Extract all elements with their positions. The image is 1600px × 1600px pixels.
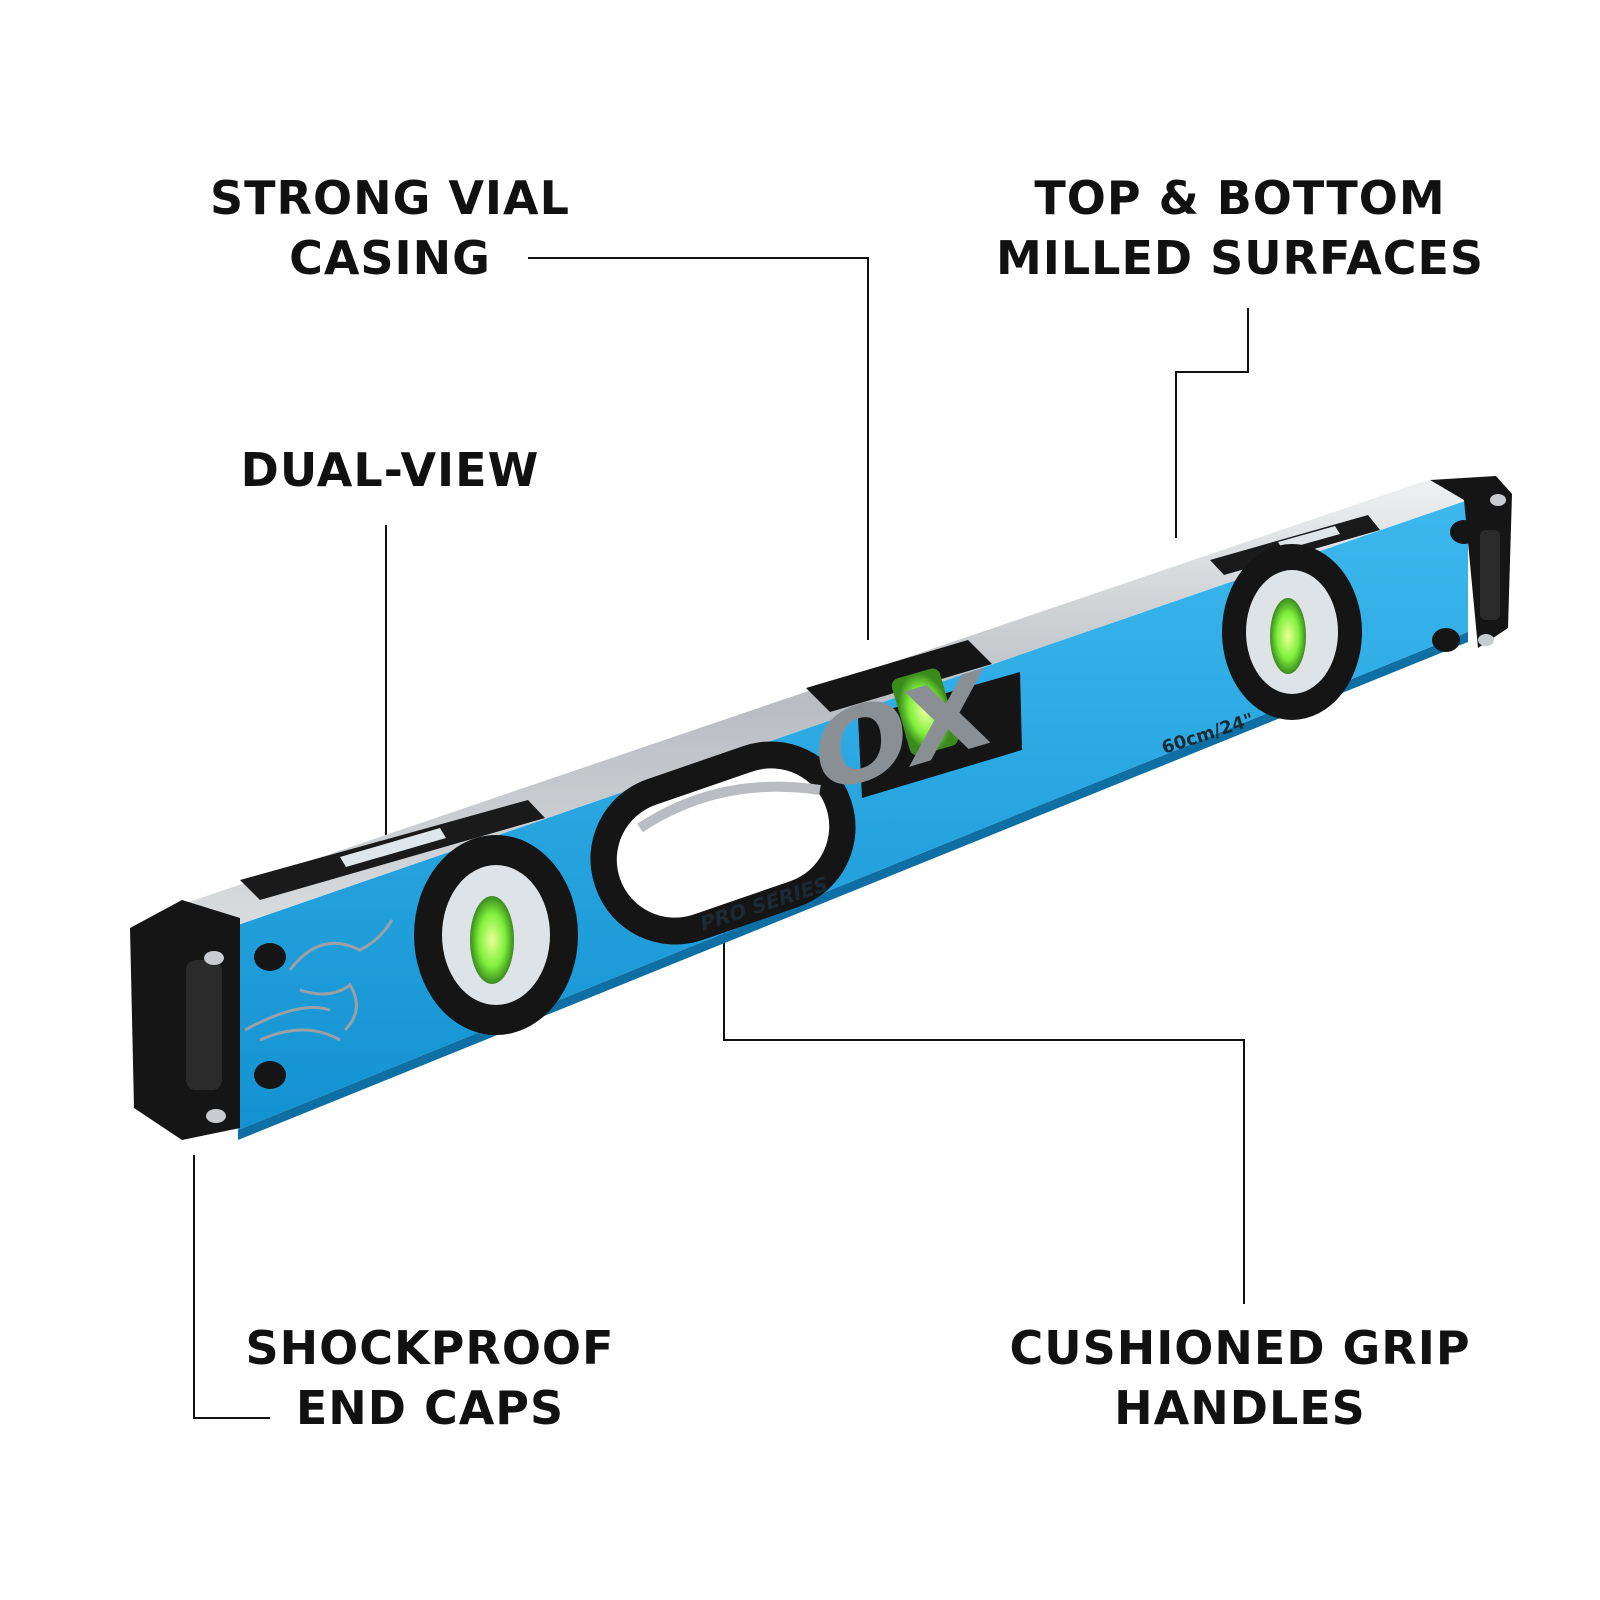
center-vial-housing-top	[806, 640, 992, 712]
screw-icon	[1490, 494, 1506, 506]
screw-icon	[204, 951, 224, 965]
dual-view-glass-left	[340, 828, 446, 867]
callout-strong-vial-casing: STRONG VIAL CASING	[190, 168, 590, 288]
leader-strong-vial-casing	[528, 257, 869, 640]
rivet-icon	[254, 1061, 286, 1089]
leader-milled-surfaces	[1175, 308, 1249, 538]
callout-line: STRONG VIAL	[210, 171, 570, 225]
screw-icon	[1478, 634, 1494, 646]
callout-line: SHOCKPROOF	[245, 1321, 615, 1375]
leader-end-caps	[193, 1155, 270, 1419]
rivet-icon	[1432, 628, 1460, 652]
vial-icon	[891, 668, 959, 756]
cushioned-grip-handle	[590, 741, 856, 945]
callout-line: CUSHIONED GRIP	[1009, 1321, 1471, 1375]
callout-line: TOP & BOTTOM	[1034, 171, 1446, 225]
callout-line: MILLED SURFACES	[995, 231, 1485, 285]
callout-grip-handles: CUSHIONED GRIP HANDLES	[1000, 1318, 1480, 1438]
right-vial-ring	[1222, 544, 1362, 720]
right-end-cap	[1430, 476, 1512, 648]
callout-line: HANDLES	[1114, 1381, 1366, 1435]
left-end-cap	[130, 900, 240, 1140]
callout-end-caps: SHOCKPROOF END CAPS	[230, 1318, 630, 1438]
callout-milled-surfaces: TOP & BOTTOM MILLED SURFACES	[990, 168, 1490, 288]
screw-icon	[206, 1109, 226, 1123]
callout-line: END CAPS	[295, 1381, 565, 1435]
leader-grip-handles	[723, 912, 1245, 1304]
callout-line: CASING	[289, 231, 491, 285]
callout-dual-view: DUAL-VIEW	[230, 440, 550, 500]
callout-line: DUAL-VIEW	[240, 443, 540, 497]
rivet-icon	[254, 943, 286, 971]
dual-view-glass-right	[1278, 526, 1340, 550]
left-vial-ring	[414, 835, 578, 1035]
bull-logo-icon	[244, 919, 394, 1042]
